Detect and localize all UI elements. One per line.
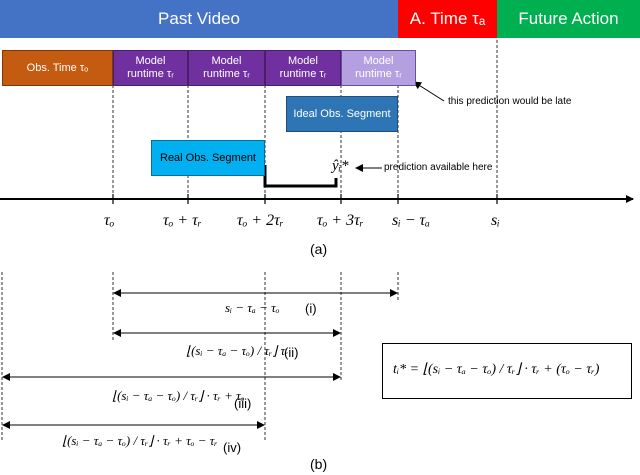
equation-box: tᵢ* = ⌊(sᵢ − τₐ − τₒ) / τᵣ⌋ · τᵣ + (τₒ −… [382, 343, 632, 399]
model-runtime-box-late: Model runtime τᵣ [341, 50, 416, 86]
future-action-band: Future Action [497, 0, 640, 38]
interval-label-iii: ⌊(sᵢ − τₐ − τₒ) / τᵣ⌋ · τᵣ + τₒ [112, 388, 245, 403]
tick-tau-o-plus-3tau-r: τₒ + 3τᵣ [317, 212, 364, 229]
tick-s-minus-tau-a: sᵢ − τₐ [392, 212, 430, 229]
timeline-ticks [112, 194, 498, 204]
tick-s-i: sᵢ [491, 212, 500, 229]
interval-label-ii: ⌊(sᵢ − τₐ − τₒ) / τᵣ⌋ τᵣ [186, 343, 289, 358]
tick-tau-o: τₒ [104, 212, 115, 229]
tick-tau-o-plus-tau-r: τₒ + τᵣ [163, 212, 202, 229]
model-runtime-box-2: Model runtime τᵣ [188, 50, 265, 86]
interval-roman-iii: (iii) [234, 396, 252, 411]
interval-roman-ii: (ii) [284, 345, 299, 360]
interval-arrows [2, 289, 398, 429]
delay-bracket [263, 165, 338, 188]
anticipation-time-band: A. Time τₐ [398, 0, 497, 38]
interval-roman-i: (i) [305, 301, 317, 316]
obs-time-box: Obs. Time τₒ [2, 50, 113, 86]
available-note: prediction available here [384, 162, 493, 173]
real-obs-segment: Real Obs. Segment [151, 140, 265, 176]
past-video-band: Past Video [0, 0, 398, 38]
interval-roman-iv: (iv) [223, 440, 242, 455]
prediction-symbol: ŷᵢ* [332, 158, 349, 174]
late-note: this prediction would be late [448, 96, 572, 107]
late-arrow [413, 81, 445, 102]
model-runtime-box-1: Model runtime τᵣ [113, 50, 188, 86]
interval-label-i: sᵢ − τₐ − τₒ [225, 300, 280, 315]
caption-b: (b) [310, 456, 328, 472]
interval-label-iv: ⌊(sᵢ − τₐ − τₒ) / τᵣ⌋ · τᵣ + τₒ − τᵣ [62, 433, 218, 448]
caption-a: (a) [310, 241, 328, 257]
guide-lines-a [112, 40, 498, 198]
ideal-obs-segment: Ideal Obs. Segment [286, 96, 398, 132]
model-runtime-box-3: Model runtime τᵣ [265, 50, 341, 86]
tick-tau-o-plus-2tau-r: τₒ + 2τᵣ [237, 212, 284, 229]
equation-text: tᵢ* = ⌊(sᵢ − τₐ − τₒ) / τᵣ⌋ · τᵣ + (τₒ −… [393, 362, 600, 377]
